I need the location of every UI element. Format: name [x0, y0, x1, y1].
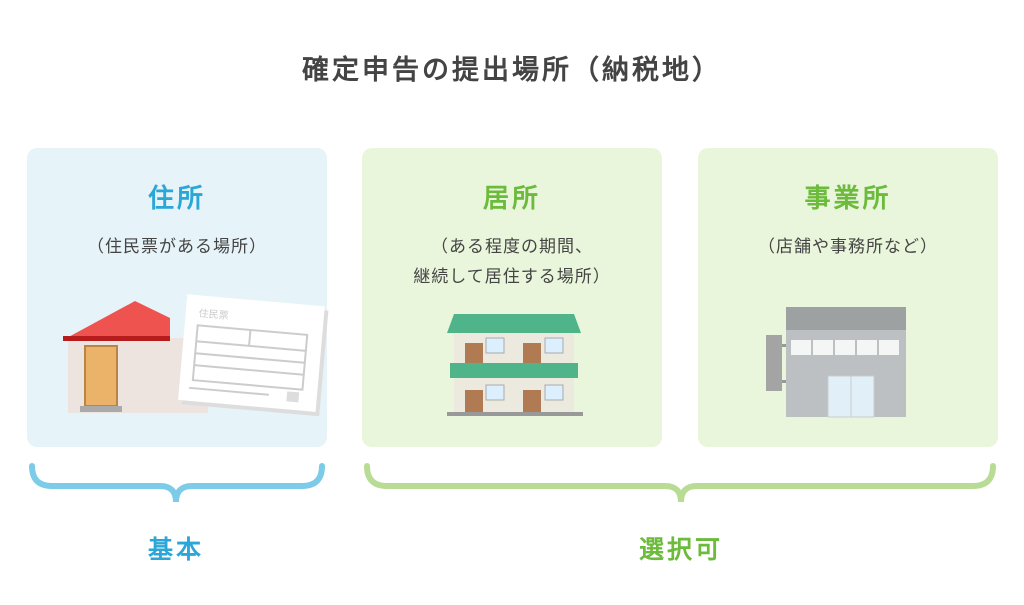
card-subtitle: （店舗や事務所など）	[758, 237, 938, 257]
card-temporary-residence: 居所 （ある程度の期間、継続して居住する場所）	[362, 148, 662, 447]
grouping-brackets	[29, 463, 996, 503]
apartment-icon	[447, 314, 583, 416]
store-building-icon	[766, 307, 906, 418]
optional-bracket	[364, 463, 996, 503]
card-heading: 事業所	[804, 184, 892, 214]
house-and-resident-record-icon: 住民票	[63, 294, 329, 417]
card-heading: 住所	[147, 184, 206, 214]
label-optional: 選択可	[638, 535, 723, 564]
card-subtitle: （ある程度の期間、継続して居住する場所）	[413, 237, 611, 287]
basic-bracket	[29, 463, 325, 503]
label-basic: 基本	[147, 535, 204, 564]
card-heading: 居所	[482, 184, 541, 214]
svg-text:住民票: 住民票	[198, 306, 229, 322]
card-residence-address: 住所 （住民票がある場所） 住民票	[27, 148, 329, 447]
page-title: 確定申告の提出場所（納税地）	[302, 55, 722, 86]
card-business-office: 事業所 （店舗や事務所など）	[698, 148, 998, 447]
card-subtitle: （住民票がある場所）	[87, 237, 267, 257]
